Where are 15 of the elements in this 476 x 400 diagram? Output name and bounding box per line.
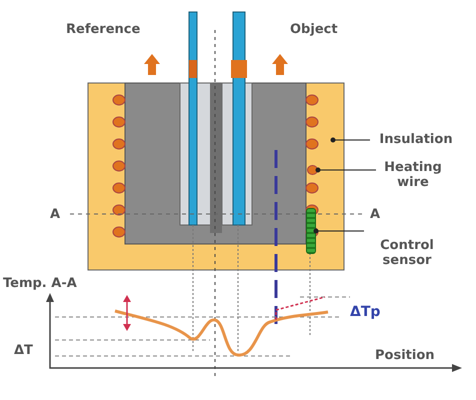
callout-label: Control sensor — [366, 238, 448, 270]
callout-label: Heating wire — [378, 160, 448, 192]
control-sensor — [306, 208, 316, 254]
leader-line — [316, 168, 376, 172]
section-label: A — [370, 207, 380, 222]
leader-line — [314, 228, 364, 234]
axis-label: Position — [375, 348, 435, 363]
leader-line — [330, 138, 370, 142]
reference-label: Reference — [66, 22, 140, 37]
callout-label: Insulation — [372, 132, 460, 149]
object-label: Object — [290, 22, 338, 37]
delta-label: ΔT — [14, 343, 33, 358]
delta-label: ΔTp — [350, 305, 380, 320]
axis-label: Temp. A-A — [3, 276, 77, 291]
section-label: A — [50, 207, 60, 222]
